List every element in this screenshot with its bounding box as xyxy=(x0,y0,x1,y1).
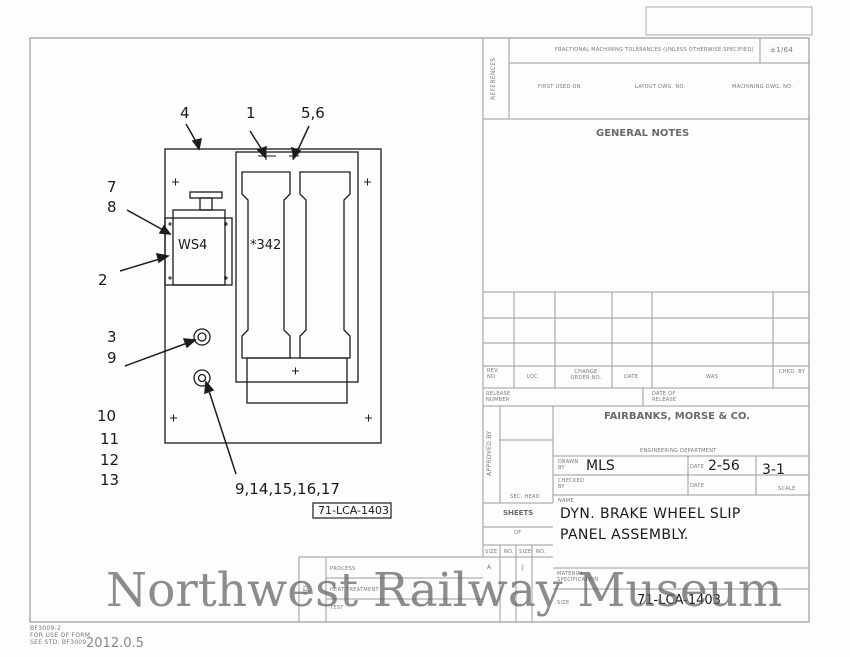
change-order-label: CHANGE ORDER NO. xyxy=(570,369,602,381)
drawing-ref-number: 71-LCA-1403 xyxy=(318,504,390,517)
callout-4: 4 xyxy=(180,104,190,122)
size-col-1: SIZE xyxy=(485,549,498,555)
callout-9-14-15-16-17: 9,14,15,16,17 xyxy=(235,480,340,498)
loc-label: LOC. xyxy=(527,374,540,380)
tolerance-header: FRACTIONAL MACHINING TOLERANCES (Unless … xyxy=(555,47,754,53)
date-label: DATE xyxy=(690,464,705,470)
callout-1: 1 xyxy=(246,104,256,122)
date-value: 2-56 xyxy=(708,458,740,474)
size-label: SIZE xyxy=(557,600,570,606)
handwritten-note: 2012.0.5 xyxy=(86,636,144,651)
size-row-j: J xyxy=(522,564,525,571)
callout-3: 3 xyxy=(107,328,117,346)
callout-10: 10 xyxy=(97,407,117,425)
callout-5-6: 5,6 xyxy=(301,104,325,122)
form-line-2: FOR USE OF FORM xyxy=(30,632,91,639)
callout-12: 12 xyxy=(100,451,120,469)
layout-dwg-label: LAYOUT DWG. NO. xyxy=(635,84,686,90)
museum-watermark: Northwest Railway Museum xyxy=(106,563,783,618)
drawn-by-label: DRAWN BY xyxy=(558,459,579,471)
title-line-1: DYN. BRAKE WHEEL SLIP xyxy=(560,506,741,522)
material-spec-label: MATERIAL SPECIFICATION xyxy=(557,571,599,583)
callout-13: 13 xyxy=(100,471,120,489)
approved-by-label: APPROVED BY xyxy=(486,430,493,476)
size-col-3: SIZE xyxy=(519,549,532,555)
company-name: FAIRBANKS, MORSE & CO. xyxy=(604,411,751,422)
process-label: PROCESS xyxy=(330,566,356,572)
tolerance-value: ±1/64 xyxy=(770,46,794,54)
chkd-by-label: CHKD. BY xyxy=(778,369,806,375)
callout-2: 2 xyxy=(98,271,108,289)
heat-treatment-label: HEAT TREATMENT xyxy=(330,587,379,593)
general-notes-heading: GENERAL NOTES xyxy=(596,128,690,139)
relay-342-label: *342 xyxy=(250,238,282,253)
machining-dwg-label: MACHINING DWG. NO. xyxy=(732,84,794,90)
release-number-label: RELEASE NUMBER xyxy=(486,391,511,403)
size-col-2: NO. xyxy=(504,549,514,555)
rev-no-label: REV. NO. xyxy=(487,368,500,380)
date-of-release-label: DATE OF RELEASE xyxy=(652,391,677,403)
was-label: WAS xyxy=(706,374,719,380)
first-used-on-label: FIRST USED ON xyxy=(538,84,581,90)
callout-11: 11 xyxy=(100,430,120,448)
form-line-3: SEE STD. BF3009 xyxy=(30,639,87,646)
sec-head-label: SEC. HEAD xyxy=(510,494,540,500)
scale-label: SCALE xyxy=(778,486,796,492)
dwg-number: 71-LCA-1403 xyxy=(637,593,721,608)
of-label: OF xyxy=(514,530,522,536)
drawn-by-value: MLS xyxy=(586,458,615,474)
name-label: NAME xyxy=(558,498,574,504)
references-label: REFERENCES xyxy=(490,57,497,101)
callout-7: 7 xyxy=(107,178,117,196)
ws4-label: WS4 xyxy=(178,238,208,253)
scale-value: 3-1 xyxy=(762,462,785,478)
form-number-note: BF3009-2 FOR USE OF FORM SEE STD. BF3009 xyxy=(30,625,90,646)
title-line-2: PANEL ASSEMBLY. xyxy=(560,527,689,543)
size-row-a: A xyxy=(487,564,492,571)
department-label: ENGINEERING DEPARTMENT xyxy=(640,448,717,454)
callout-8: 8 xyxy=(107,198,117,216)
rev-date-label: DATE xyxy=(624,374,639,380)
callout-9: 9 xyxy=(107,349,117,367)
checked-by-label: CHECKED BY xyxy=(558,478,585,490)
test-label: TEST xyxy=(330,605,344,611)
size-col-4: NO. xyxy=(536,549,546,555)
date-label-2: DATE xyxy=(690,483,705,489)
sheets-label: SHEETS xyxy=(503,509,534,517)
form-line-1: BF3009-2 xyxy=(30,625,62,632)
